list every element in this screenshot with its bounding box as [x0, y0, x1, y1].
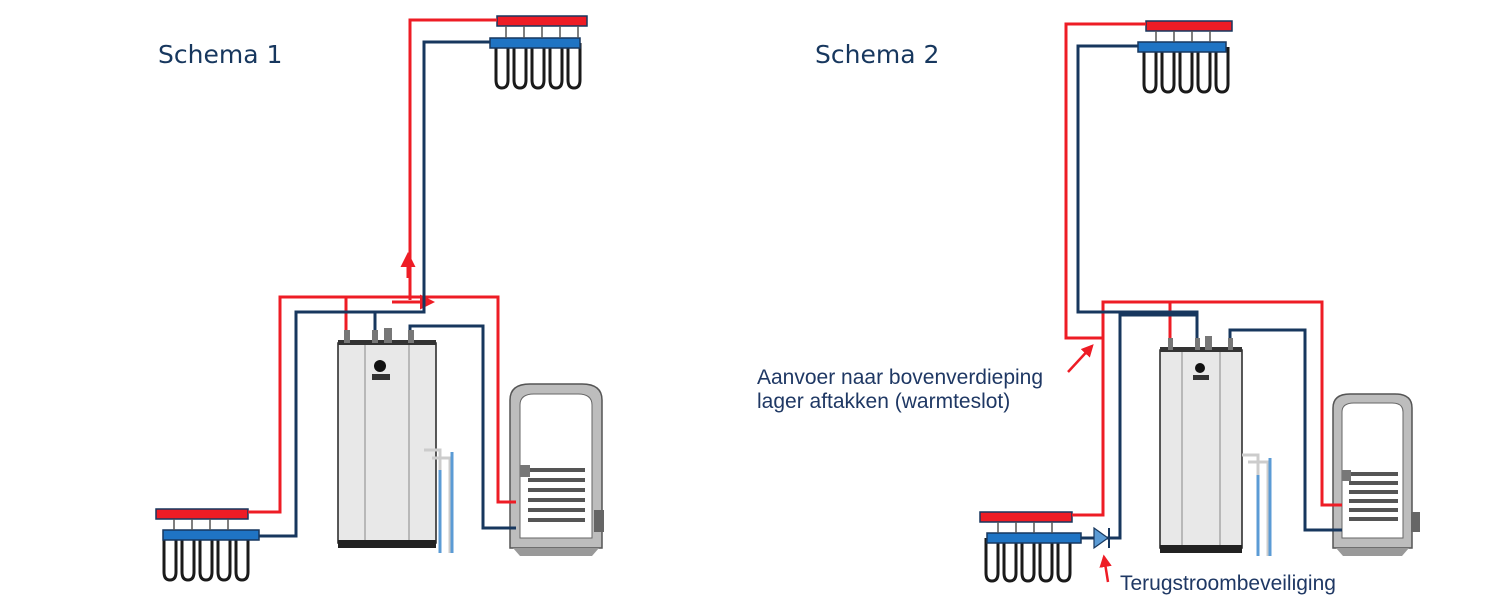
unit-logo-icon	[1195, 363, 1205, 373]
annotation-arrows	[1067, 344, 1112, 583]
tank-heat-exchanger-coil	[1349, 472, 1398, 521]
schema-1-diagram	[155, 15, 604, 582]
return-pipes-1	[259, 40, 516, 538]
supply-pipes-2	[1064, 22, 1342, 517]
check-valve-icon	[1093, 526, 1110, 550]
dhw-cold-pipes-2	[1242, 453, 1272, 556]
supply-branch-annotation: Aanvoer naar bovenverdieping lager aftak…	[757, 366, 1043, 414]
tank-heat-exchanger-coil	[528, 468, 585, 522]
schema-2-title: Schema 2	[815, 40, 940, 69]
dhw-cold-pipes-1	[424, 448, 454, 553]
check-valve-annotation: Terugstroombeveiliging	[1120, 572, 1336, 595]
ground-floor-manifold-2	[979, 511, 1082, 583]
supply-branch-annotation-line-1: Aanvoer naar bovenverdieping	[757, 366, 1044, 389]
schema-2-diagram	[979, 20, 1420, 583]
schema-1-title: Schema 1	[158, 40, 283, 69]
heat-pump-unit-1	[337, 328, 437, 548]
dhw-tank-2	[1332, 393, 1420, 556]
dhw-tank-1	[509, 383, 604, 556]
check-valve-arrow	[1099, 554, 1112, 583]
heat-pump-unit-2	[1159, 336, 1243, 553]
unit-logo-icon	[374, 360, 386, 372]
supply-branch-annotation-line-2: lager aftakken (warmteslot)	[757, 390, 1011, 413]
ground-floor-manifold-1	[155, 508, 260, 582]
upper-floor-manifold-1	[489, 15, 588, 90]
upper-floor-manifold-2	[1137, 20, 1233, 94]
supply-branch-arrow	[1067, 344, 1094, 373]
